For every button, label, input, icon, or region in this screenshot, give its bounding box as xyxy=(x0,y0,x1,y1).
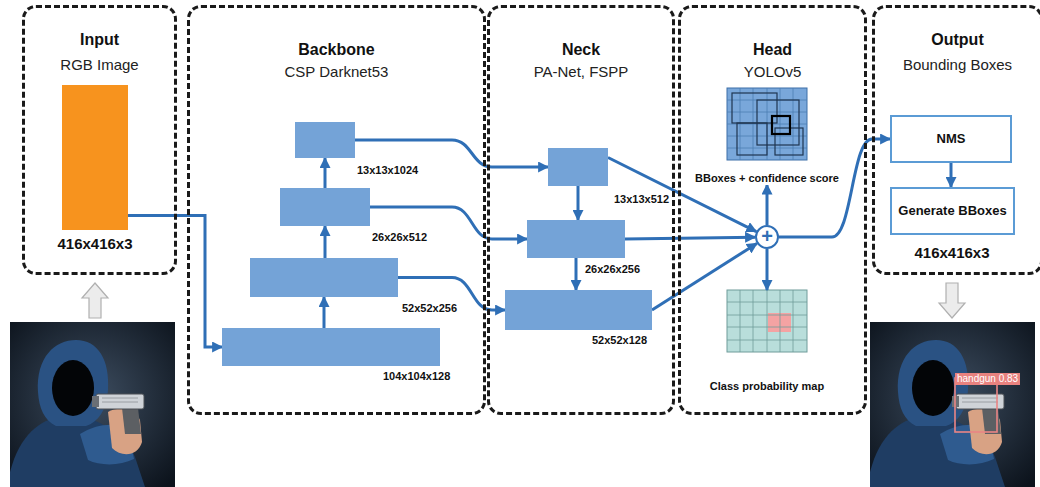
grey-arrow-up xyxy=(82,283,108,318)
grey-arrow-down xyxy=(939,283,965,318)
detection-label: handgun 0.83 xyxy=(955,373,1020,385)
grid-background xyxy=(727,88,807,160)
process-label: Generate BBoxes xyxy=(898,204,1006,219)
dimension-label: 104x104x128 xyxy=(381,370,452,383)
sum-symbol: + xyxy=(761,226,773,246)
image-caption: Class probability map xyxy=(708,380,826,393)
connector-arrow xyxy=(324,226,327,258)
feature-map-box: 26x26x256 xyxy=(527,220,625,258)
panel-subtitle: YOLOv5 xyxy=(681,63,864,80)
connector-arrow xyxy=(577,186,580,220)
map-grid xyxy=(727,290,807,352)
head-output-map: Class probability map xyxy=(708,290,826,393)
process-box: NMS xyxy=(890,115,1012,163)
feature-map-box: 104x104x128 xyxy=(222,328,440,366)
connector-arrow xyxy=(324,158,327,188)
class-cell xyxy=(768,313,791,332)
connector-arrow xyxy=(766,185,769,225)
dimension-label: 52x52x128 xyxy=(590,334,649,347)
detection-box xyxy=(955,378,997,432)
selected-box xyxy=(772,116,790,134)
dimension-label: 13x13x512 xyxy=(612,193,671,206)
panel-title: Output xyxy=(875,31,1040,49)
map-background xyxy=(727,290,807,352)
connector-arrow xyxy=(652,243,757,310)
feature-map-box: 26x26x512 xyxy=(280,188,370,226)
panel-subtitle: Bounding Boxes xyxy=(875,56,1040,73)
input-image-box: 416x416x3 xyxy=(62,85,128,230)
connector-arrow xyxy=(766,249,769,290)
image-caption: BBoxes + confidence score xyxy=(693,172,841,185)
stage-panel: BackboneCSP Darknet53 13x13x1024 26x26x512… xyxy=(187,5,486,415)
anchor-box xyxy=(732,93,777,123)
concat-circle: + xyxy=(755,225,779,249)
stage-panel: HeadYOLOv5BBoxes + confidence score + Clas… xyxy=(678,5,867,415)
dimension-label: 13x13x1024 xyxy=(355,164,420,177)
image-slot xyxy=(727,290,807,352)
dimension-label: 416x416x3 xyxy=(55,235,134,252)
panel-title: Head xyxy=(681,41,864,59)
connector-arrow xyxy=(950,163,953,187)
dimension-label: 416x416x3 xyxy=(912,244,991,262)
stage-panel: OutputBounding BoxesNMS Generate BBoxes xyxy=(872,5,1040,275)
class-map-image xyxy=(727,290,807,352)
anchor-box xyxy=(737,123,767,155)
input-photo xyxy=(10,322,175,487)
connector-arrow xyxy=(625,237,755,239)
process-box: Generate BBoxes xyxy=(890,187,1015,235)
dimension-label: 26x26x512 xyxy=(370,231,429,244)
connector-arrow xyxy=(355,140,548,167)
panel-subtitle: CSP Darknet53 xyxy=(190,63,483,80)
feature-map-box: 13x13x512 xyxy=(548,148,608,186)
connector-arrow xyxy=(608,158,756,232)
connector-arrow xyxy=(575,258,578,290)
panel-subtitle: PA-Net, FSPP xyxy=(490,63,672,80)
grid-lines xyxy=(727,88,807,160)
panel-title: Backbone xyxy=(190,41,483,59)
feature-map-box: 13x13x1024 xyxy=(295,122,355,158)
panel-title: Input xyxy=(25,31,174,49)
output-photo xyxy=(870,322,1035,487)
dimension-label: 26x26x256 xyxy=(583,263,642,276)
stage-panel: InputRGB Image 416x416x3 xyxy=(22,5,177,275)
stage-panel: NeckPA-Net, FSPP 13x13x512 26x26x256 52x52x… xyxy=(487,5,675,415)
dimension-label: 52x52x256 xyxy=(400,302,459,315)
feature-map-box: 52x52x128 xyxy=(505,290,652,330)
panel-subtitle: RGB Image xyxy=(25,56,174,73)
process-label: NMS xyxy=(937,132,966,147)
connector-arrow xyxy=(323,297,326,328)
bbox-grid-image xyxy=(727,88,807,160)
feature-map-box: 52x52x256 xyxy=(250,258,398,297)
head-output-map: BBoxes + confidence score xyxy=(693,88,841,185)
panel-title: Neck xyxy=(490,41,672,59)
image-slot xyxy=(727,88,807,160)
